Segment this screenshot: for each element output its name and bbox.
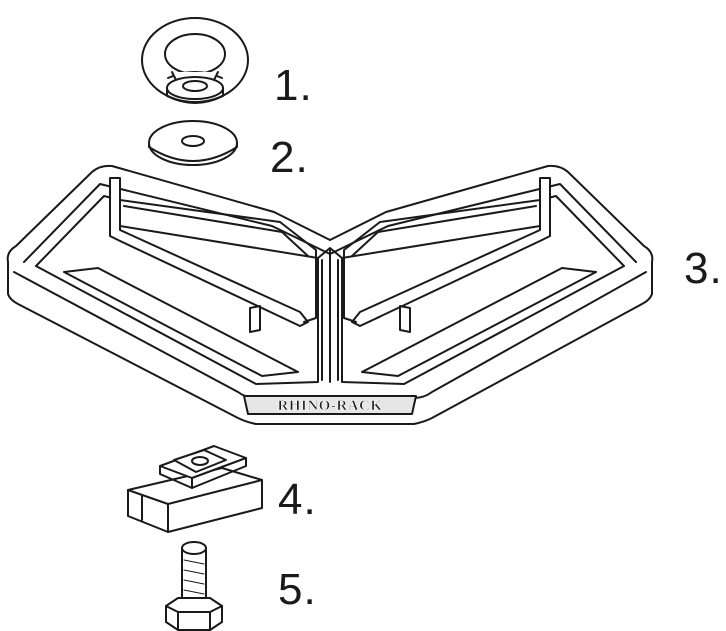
channel-nut-icon bbox=[127, 445, 263, 533]
part-label-4: 4. bbox=[278, 475, 317, 524]
v-tray-icon: RHINO-RACK bbox=[6, 164, 654, 425]
part-label-2: 2. bbox=[270, 133, 309, 182]
wing-nut-icon bbox=[141, 17, 249, 104]
part-label-1: 1. bbox=[274, 61, 313, 110]
tray-logo: RHINO-RACK bbox=[278, 398, 383, 414]
part-label-3: 3. bbox=[684, 244, 723, 293]
washer-icon bbox=[148, 120, 238, 166]
part-label-5: 5. bbox=[278, 565, 317, 614]
bolt-icon bbox=[165, 541, 223, 631]
